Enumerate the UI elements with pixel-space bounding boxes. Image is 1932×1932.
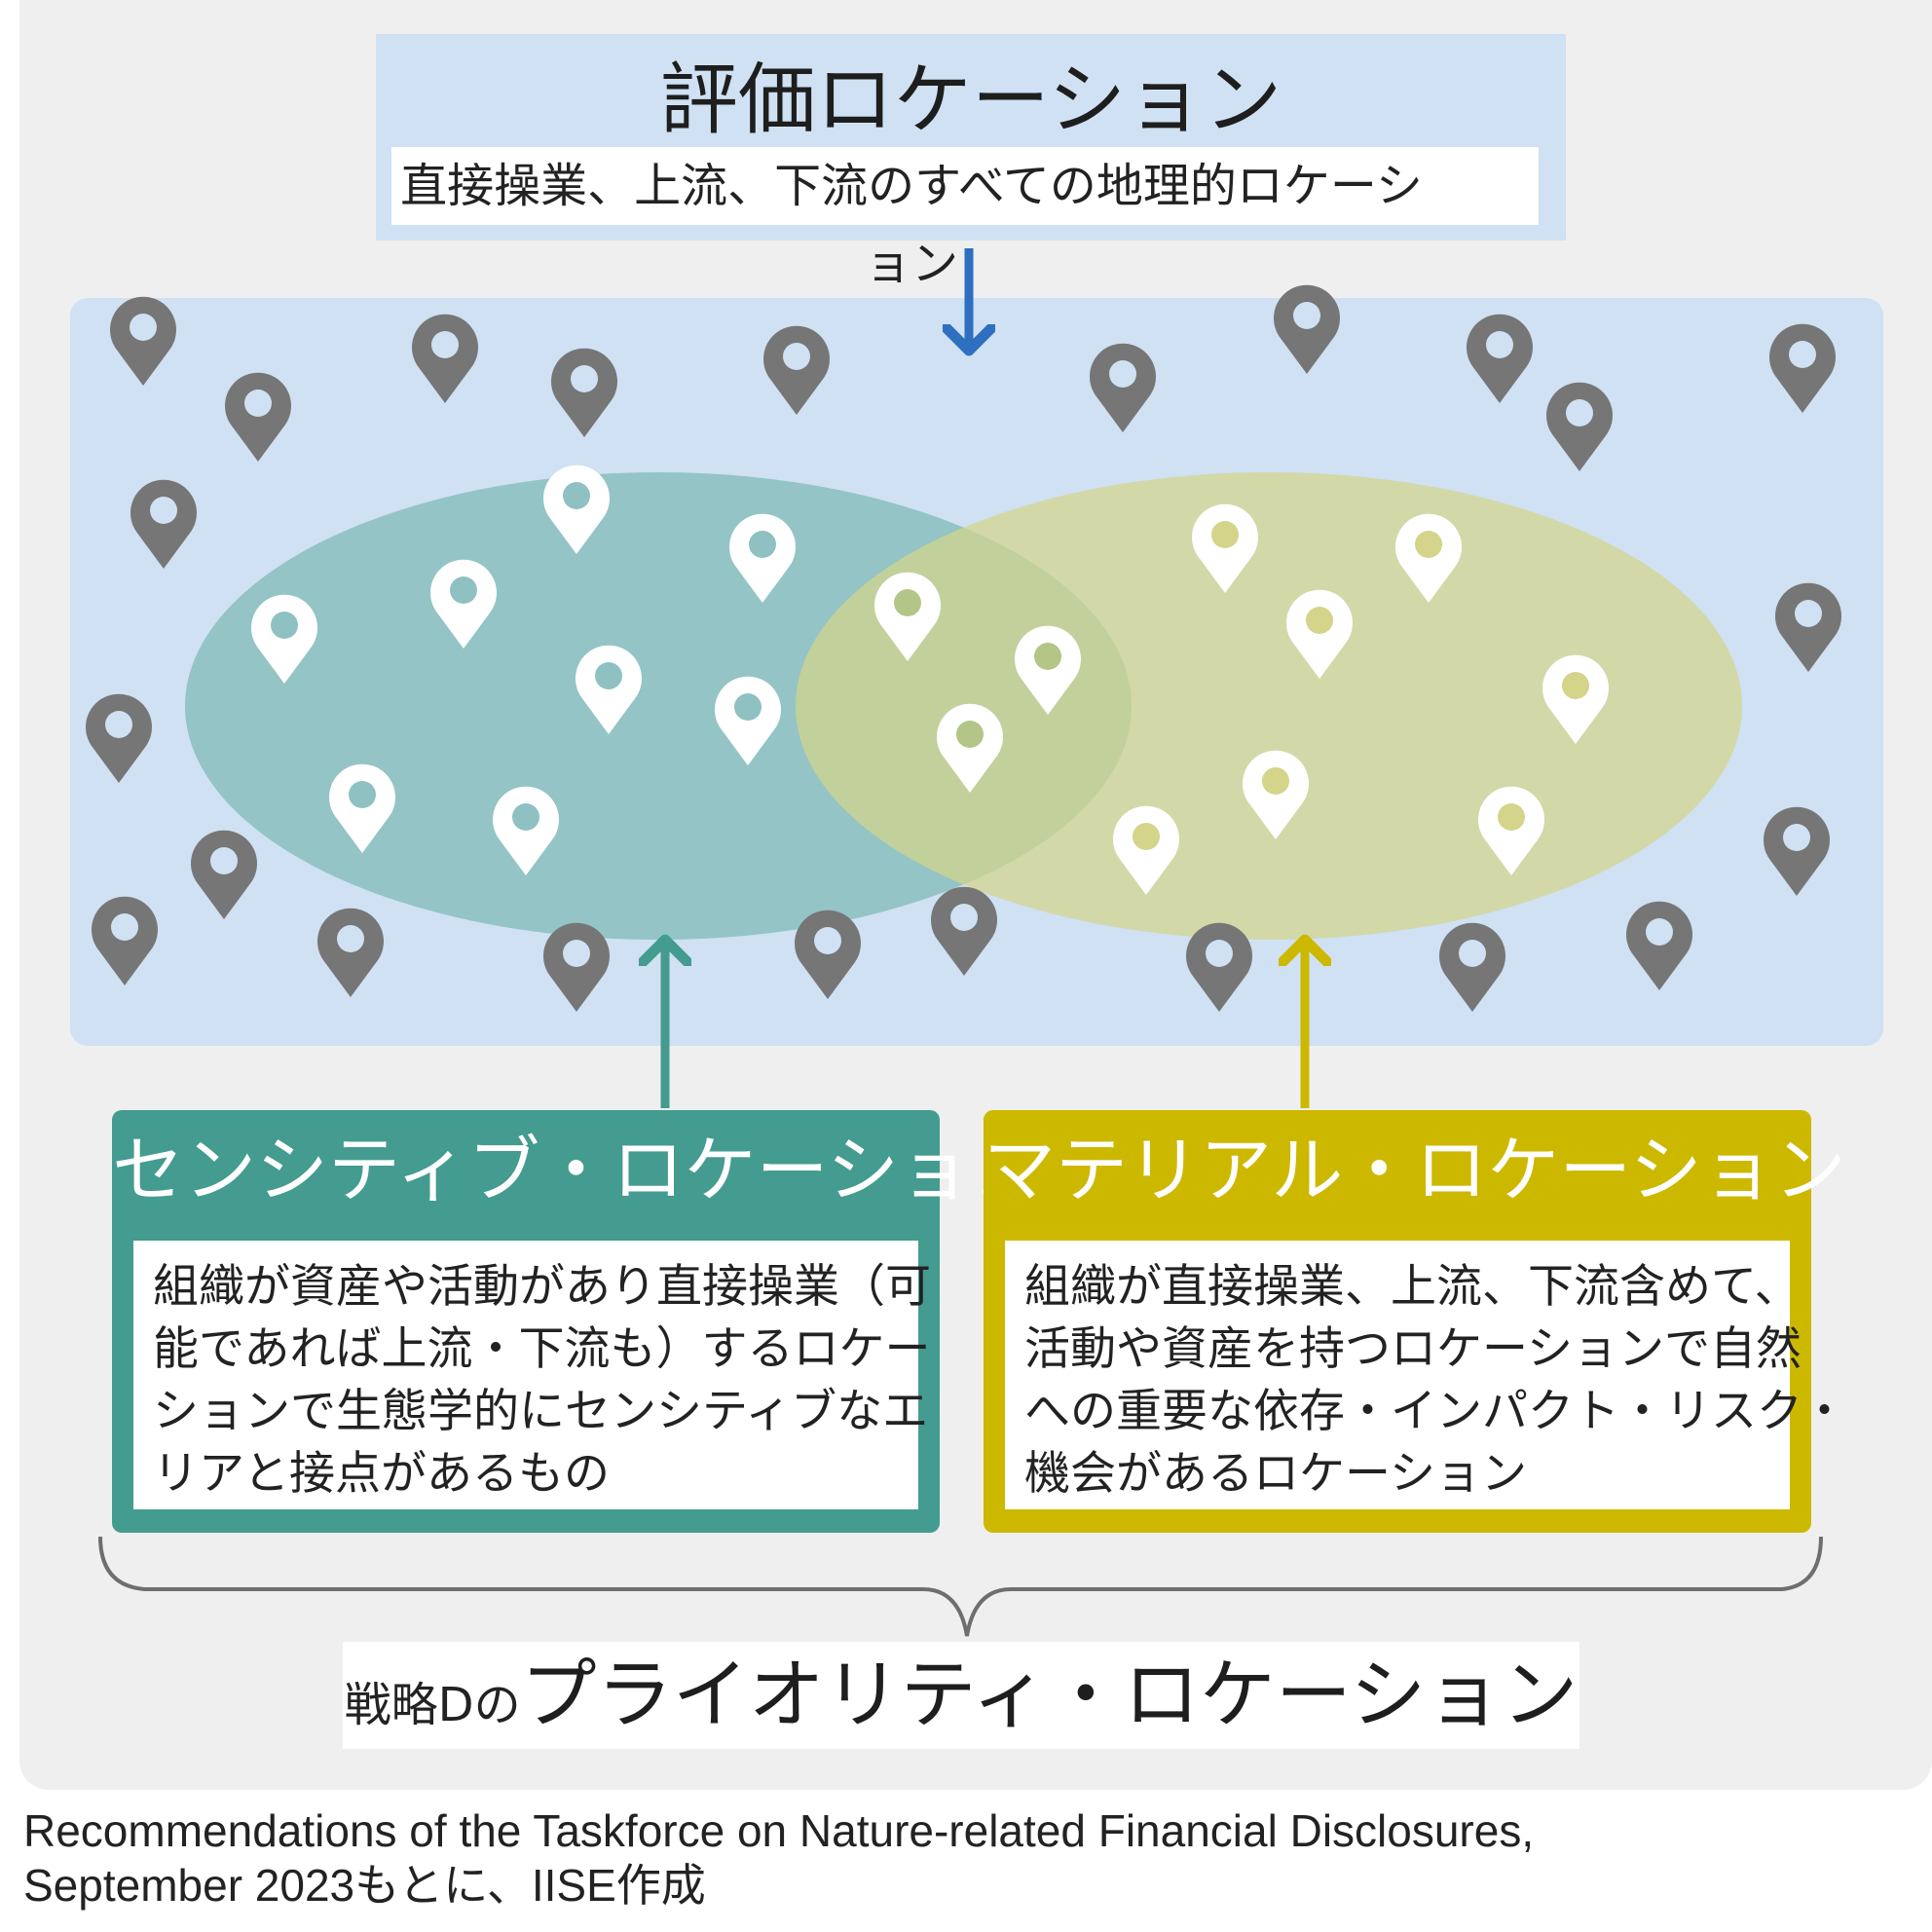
map-pin-icon <box>1546 382 1613 471</box>
map-pin-icon <box>110 296 176 386</box>
priority-location-box: 戦略Dのプライオリティ・ロケーション <box>343 1642 1579 1749</box>
priority-location-title: プライオリティ・ロケーション <box>520 1652 1579 1739</box>
map-pin-icon <box>1243 750 1309 839</box>
material-location-description: 組織が直接操業、上流、下流含めて、 活動や資産を持つロケーションで自然 への重要… <box>1005 1241 1848 1509</box>
source-note: Recommendations of the Taskforce on Natu… <box>23 1803 1874 1913</box>
sensitive-location-title: センシティブ・ロケーション <box>112 1129 1044 1212</box>
map-pin-icon <box>1015 625 1081 715</box>
map-pin-icon <box>1626 901 1692 990</box>
map-pin-icon <box>130 479 197 569</box>
map-pin-icon <box>1113 805 1179 895</box>
map-pin-icon <box>1775 582 1841 672</box>
evaluation-location-subtitle: 直接操業、上流、下流のすべての地理的ロケーション <box>400 159 1423 291</box>
map-pin-icon <box>430 559 497 649</box>
map-pin-icon <box>1192 503 1258 593</box>
map-pin-icon <box>763 325 830 415</box>
map-pin-icon <box>874 572 941 661</box>
priority-location-prefix: 戦略Dの <box>344 1678 521 1732</box>
map-pin-icon <box>1478 786 1544 875</box>
map-pin-icon <box>1439 922 1505 1012</box>
map-pin-icon <box>937 703 1003 793</box>
map-pin-icon <box>225 372 291 462</box>
map-pin-icon <box>551 348 617 437</box>
sensitive-location-box: センシティブ・ロケーション 組織が資産や活動があり直接操業（可 能であれば上流・… <box>112 1110 1044 1533</box>
material-description-line: 組織が直接操業、上流、下流含めて、 <box>1024 1260 1801 1314</box>
map-pin-icon <box>1186 922 1252 1012</box>
material-location-title: マテリアル・ロケーション <box>984 1129 1846 1212</box>
source-line: Recommendations of the Taskforce on Natu… <box>23 1805 1535 1856</box>
map-pin-icon <box>931 886 997 976</box>
map-pin-icon <box>191 830 257 919</box>
map-pin-icon <box>1274 284 1340 374</box>
map-pin-icon <box>795 910 861 999</box>
map-pin-icon <box>251 594 317 684</box>
map-pin-icon <box>1764 806 1830 896</box>
material-description-line: 活動や資産を持つロケーションで自然 <box>1024 1322 1802 1376</box>
map-pin-icon <box>1286 589 1353 679</box>
map-pin-icon <box>1769 323 1836 413</box>
sensitive-description-line: 能であれば上流・下流も）するロケー <box>153 1322 931 1376</box>
evaluation-location-subtitle-box: 直接操業、上流、下流のすべての地理的ロケーション <box>391 147 1539 291</box>
evaluation-location-box: 評価ロケーション 直接操業、上流、下流のすべての地理的ロケーション <box>376 34 1566 291</box>
sensitive-location-description: 組織が資産や活動があり直接操業（可 能であれば上流・下流も）するロケー ションで… <box>133 1241 931 1509</box>
map-pin-icon <box>493 786 559 875</box>
sensitive-description-line: ションで生態学的にセンシティブなエ <box>153 1385 929 1438</box>
map-pin-icon <box>1395 513 1462 603</box>
map-pin-icon <box>86 693 152 783</box>
map-pin-icon <box>543 464 610 554</box>
material-description-line: への重要な依存・インパクト・リスク・ <box>1024 1385 1848 1438</box>
priority-bracket <box>98 1536 1823 1637</box>
material-description-line: 機会があるロケーション <box>1024 1447 1528 1501</box>
map-pin-icon <box>1542 654 1609 744</box>
material-location-box: マテリアル・ロケーション 組織が直接操業、上流、下流含めて、 活動や資産を持つロ… <box>984 1110 1848 1533</box>
map-pin-icon <box>1467 314 1533 403</box>
map-pin-icon <box>412 314 478 403</box>
map-pin-icon <box>729 513 796 603</box>
location-pins <box>86 284 1841 1012</box>
evaluation-location-title: 評価ロケーション <box>659 55 1282 145</box>
map-pin-icon <box>329 763 395 853</box>
map-pin-icon <box>715 676 781 765</box>
map-pin-icon <box>1090 343 1156 432</box>
source-line: September 2023もとに、IISE作成 <box>23 1860 706 1911</box>
map-pin-icon <box>92 896 158 985</box>
map-pin-icon <box>576 645 642 734</box>
sensitive-description-line: 組織が資産や活動があり直接操業（可 <box>153 1260 931 1314</box>
map-pin-icon <box>317 908 384 997</box>
map-pin-icon <box>543 922 610 1012</box>
sensitive-description-line: リアと接点があるもの <box>153 1447 611 1501</box>
